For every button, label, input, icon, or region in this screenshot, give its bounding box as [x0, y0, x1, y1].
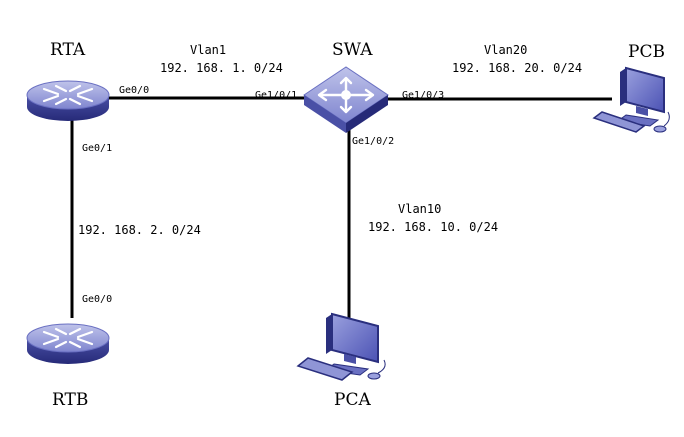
port-label-swa-ge1-0-3: Ge1/0/3: [402, 90, 445, 101]
device-label-rta: RTA: [50, 40, 86, 60]
subnet-label-swa-pcb: 192. 168. 20. 0/24: [452, 61, 583, 75]
pc-icon[interactable]: [296, 312, 386, 381]
subnet-label-swa-pca: 192. 168. 10. 0/24: [368, 220, 499, 234]
router-icon[interactable]: [26, 80, 110, 121]
vlan-label-swa-pca: Vlan10: [398, 202, 442, 216]
pc-icon[interactable]: [592, 66, 670, 133]
port-label-swa-ge1-0-1: Ge1/0/1: [255, 90, 298, 101]
device-label-pcb: PCB: [628, 42, 665, 62]
vlan-label-rta-swa: Vlan1: [190, 43, 227, 57]
router-icon[interactable]: [26, 323, 110, 364]
switch-icon[interactable]: [303, 66, 389, 133]
device-label-rtb: RTB: [52, 390, 89, 410]
port-label-rta-ge0-0: Ge0/0: [119, 85, 150, 96]
subnet-label-rta-rtb: 192. 168. 2. 0/24: [78, 223, 201, 237]
device-label-swa: SWA: [332, 40, 373, 60]
vlan-label-swa-pcb: Vlan20: [484, 43, 528, 57]
port-label-rtb-ge0-0: Ge0/0: [82, 294, 113, 305]
port-label-rta-ge0-1: Ge0/1: [82, 143, 113, 154]
port-label-swa-ge1-0-2: Ge1/0/2: [352, 136, 395, 147]
subnet-label-rta-swa: 192. 168. 1. 0/24: [160, 61, 283, 75]
device-label-pca: PCA: [334, 390, 371, 410]
